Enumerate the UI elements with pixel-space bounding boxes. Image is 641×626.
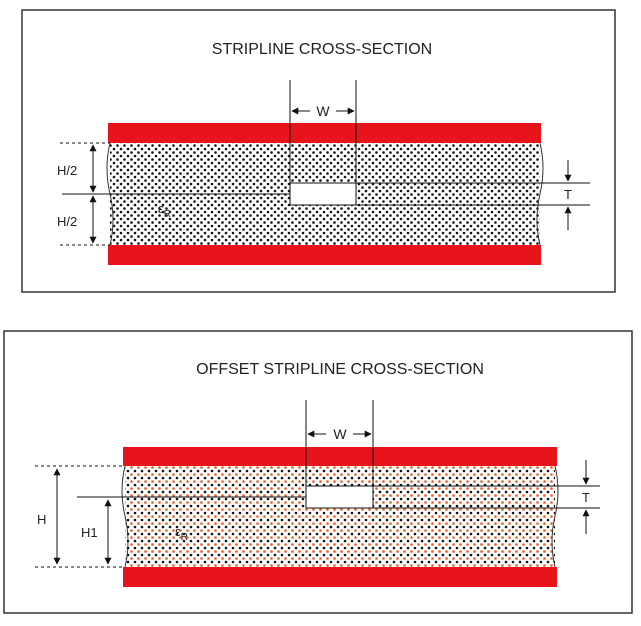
- offset-stripline-epsilon-subscript: R: [181, 532, 188, 543]
- stripline-panel: STRIPLINE CROSS-SECTION W T H/2 H/2: [21, 9, 616, 293]
- stripline-conductor: [289, 182, 357, 206]
- stripline-dielectric-label: εR: [158, 201, 171, 220]
- stripline-upper-h-label: H/2: [57, 163, 77, 178]
- offset-stripline-top-ground-plane: [123, 447, 557, 466]
- offset-stripline-t-label: T: [582, 490, 590, 505]
- stripline-epsilon-subscript: R: [164, 209, 171, 220]
- offset-stripline-w-label: W: [333, 426, 347, 442]
- offset-stripline-h-label: H: [37, 512, 46, 527]
- stripline-bottom-ground-plane: [108, 245, 541, 265]
- offset-stripline-frame: [3, 330, 633, 614]
- stripline-lower-h-label: H/2: [57, 214, 77, 229]
- stripline-right-edge: [536, 142, 544, 246]
- offset-stripline-epsilon-symbol: ε: [175, 524, 181, 539]
- offset-stripline-bottom-ground-plane: [123, 567, 557, 587]
- offset-stripline-h1-label: H1: [81, 525, 98, 540]
- stripline-top-ground-plane: [108, 123, 541, 143]
- stripline-w-label: W: [316, 103, 330, 119]
- stripline-frame: [21, 9, 616, 293]
- stripline-t-label: T: [564, 187, 572, 202]
- offset-stripline-left-edge: [121, 465, 129, 568]
- stripline-title: STRIPLINE CROSS-SECTION: [212, 41, 432, 58]
- offset-stripline-conductor: [305, 485, 374, 509]
- offset-stripline-dielectric-label: εR: [175, 524, 188, 543]
- offset-stripline-panel: OFFSET STRIPLINE CROSS-SECTION W T H H1: [3, 330, 633, 614]
- offset-stripline-right-edge: [551, 465, 559, 568]
- offset-stripline-dielectric: [125, 466, 555, 567]
- offset-stripline-title: OFFSET STRIPLINE CROSS-SECTION: [196, 361, 484, 378]
- stripline-epsilon-symbol: ε: [158, 201, 164, 216]
